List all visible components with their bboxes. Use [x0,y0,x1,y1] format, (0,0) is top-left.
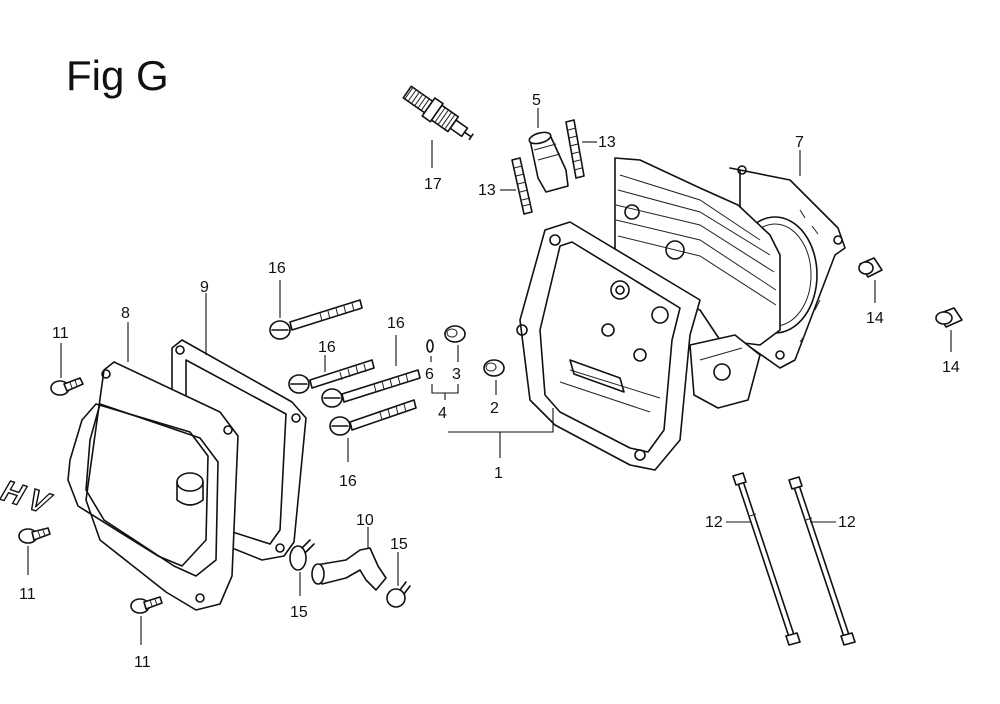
callout-12-left: 12 [705,514,723,531]
callout-1: 1 [494,465,503,482]
callout-5: 5 [532,92,541,109]
part-12-pushrod-right: 12 [788,476,856,646]
part-16-bolt-upper: 16 [268,260,363,340]
callout-16-mid: 16 [318,339,336,356]
part-5-sleeve: 5 [528,92,569,193]
callout-10: 10 [356,512,374,529]
part-17-spark-plug: 17 [402,85,474,193]
callout-14-upper: 14 [866,310,884,327]
callout-16-lower: 16 [339,473,357,490]
part-10-breather-tube: 10 [311,512,387,591]
part-15-clip-left: 15 [289,539,315,621]
figure-title: Fig G [66,52,169,99]
callout-16-right: 16 [387,315,405,332]
part-14-dowel-upper: 14 [858,257,884,327]
callout-6: 6 [425,366,434,383]
part-11-bolt-upper: 11 [50,325,84,396]
callout-13-upper: 13 [598,134,616,151]
part-12-pushrod-left: 12 [705,472,801,646]
callout-15-right: 15 [390,536,408,553]
callout-8: 8 [121,305,130,322]
part-14-dowel-right: 14 [935,307,963,376]
callout-13-lower: 13 [478,182,496,199]
part-11-bolt-left: 11 [18,527,51,603]
callout-11-lower: 11 [134,654,151,671]
callout-16-upper: 16 [268,260,286,277]
part-11-bolt-lower: 11 [130,596,163,671]
part-13-stud-lower: 13 [478,157,533,215]
callout-4: 4 [438,405,447,422]
part-3-valve-guide: 3 [444,325,466,383]
cover-lettering: OHV [0,467,62,522]
callout-12-right: 12 [838,514,856,531]
part-4-bracket: 4 [431,384,459,422]
callout-3: 3 [452,366,461,383]
part-16-bolt-mid: 16 [288,339,375,394]
part-16-bolt-right: 16 [321,315,421,408]
part-1-cylinder-head: 1 [448,157,781,482]
callout-14-right: 14 [942,359,960,376]
callout-17: 17 [424,176,442,193]
callout-15-left: 15 [290,604,308,621]
callout-7: 7 [795,134,804,151]
part-15-clip-right: 15 [386,536,411,608]
callout-9: 9 [200,279,209,296]
callout-11-left: 11 [19,586,36,603]
callout-11-upper: 11 [52,325,69,342]
part-16-bolt-lower: 16 [329,399,417,490]
part-13-stud-upper: 13 [565,119,616,179]
part-2-valve-guide: 2 [483,359,505,417]
callout-2: 2 [490,400,499,417]
part-6-o-ring: 6 [425,339,434,383]
